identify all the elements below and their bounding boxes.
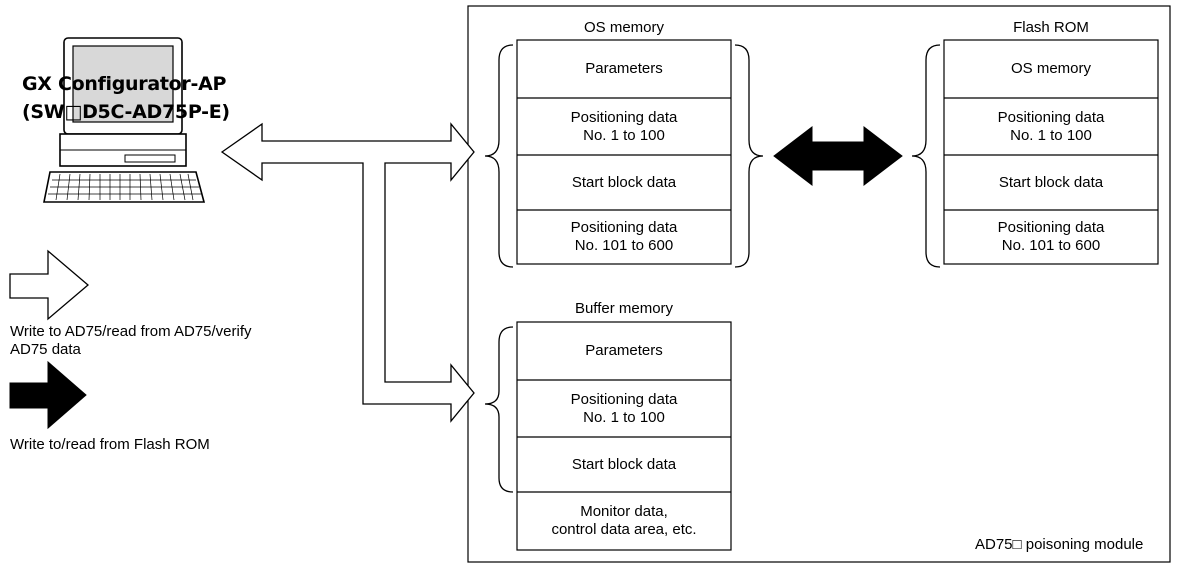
cell-text: control data area, etc. [551, 521, 697, 538]
os-memory-row: Positioning data No. 101 to 600 [517, 210, 731, 264]
os-memory-row: Positioning data No. 1 to 100 [517, 98, 731, 155]
cell-text: No. 1 to 100 [583, 408, 665, 426]
cell-text: Positioning data [570, 108, 678, 126]
buffer-memory-row: Start block data [517, 437, 731, 492]
cell-text: OS memory [1010, 60, 1091, 77]
cell-text: Parameters [585, 342, 663, 359]
flash-rom-title: Flash ROM [1013, 19, 1089, 36]
cell-text: No. 101 to 600 [1001, 237, 1101, 254]
os-memory-row: Parameters [517, 40, 731, 98]
module-label: AD75□ poisoning module [975, 536, 1144, 553]
cell-text: Monitor data, [580, 503, 668, 520]
cell-text: No. 1 to 100 [1010, 126, 1092, 144]
flash-rom-table [943, 39, 1159, 265]
software-name: GX Configurator-AP [22, 73, 227, 95]
software-model: (SW□D5C-AD75P-E) [22, 101, 230, 123]
flash-rom-row: OS memory [944, 40, 1158, 98]
buffer-memory-table [516, 321, 732, 551]
buffer-memory-title: Buffer memory [574, 300, 674, 317]
white-transfer-arrow [220, 122, 475, 423]
buffer-memory-row: Positioning data No. 1 to 100 [517, 380, 731, 437]
legend-black-arrow-icon [9, 360, 87, 430]
cell-text: Positioning data [570, 219, 678, 236]
legend-black-arrow-text: Write to/read from Flash ROM [10, 436, 210, 453]
cell-text: Parameters [585, 60, 663, 77]
module-frame [467, 5, 1171, 563]
flash-rom-row: Start block data [944, 155, 1158, 210]
cell-text: No. 101 to 600 [574, 237, 674, 254]
black-flash-arrow [773, 125, 903, 187]
legend-white-arrow-text-line1: Write to AD75/read from AD75/verify [10, 323, 252, 340]
buffer-memory-left-brace [484, 326, 514, 493]
legend-white-arrow-icon [9, 249, 90, 321]
cell-text: Positioning data [997, 108, 1105, 126]
computer-icon [43, 37, 206, 203]
legend-white-arrow-text-line2: AD75 data [10, 341, 81, 358]
os-memory-table [516, 39, 732, 265]
cell-text: Start block data [571, 455, 677, 473]
os-memory-title: OS memory [583, 19, 664, 36]
flash-rom-left-brace [911, 44, 941, 268]
buffer-memory-row: Monitor data, control data area, etc. [517, 492, 731, 550]
flash-rom-row: Positioning data No. 1 to 100 [944, 98, 1158, 155]
cell-text: No. 1 to 100 [583, 126, 665, 144]
buffer-memory-row: Parameters [517, 322, 731, 380]
flash-rom-row: Positioning data No. 101 to 600 [944, 210, 1158, 264]
cell-text: Positioning data [570, 390, 678, 408]
cell-text: Start block data [571, 173, 677, 191]
os-memory-right-brace [734, 44, 764, 268]
os-memory-row: Start block data [517, 155, 731, 210]
cell-text: Start block data [998, 173, 1104, 191]
os-memory-left-brace [484, 44, 514, 268]
cell-text: Positioning data [997, 219, 1105, 236]
